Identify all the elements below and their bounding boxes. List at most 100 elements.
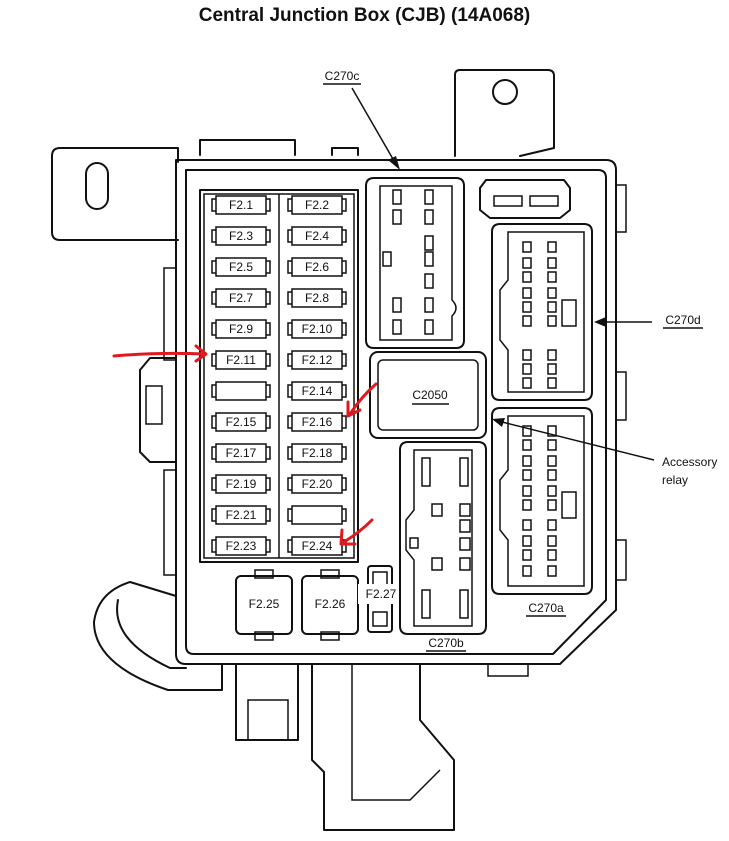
- red-annotations: [112, 344, 378, 546]
- fuse-f2-5[interactable]: F2.5: [211, 257, 271, 277]
- connector-pin: [522, 287, 532, 299]
- connector-pin: [522, 485, 532, 497]
- connector-pin: [522, 455, 532, 467]
- fuse-f2-24[interactable]: F2.24: [287, 536, 347, 556]
- fuse-label: F2.20: [302, 477, 333, 491]
- connector-pin: [547, 315, 557, 327]
- maxi-fuse-f2-26[interactable]: F2.26: [301, 569, 359, 641]
- fuse-f2-23[interactable]: F2.23: [211, 536, 271, 556]
- connector-pin: [431, 503, 443, 517]
- connector-pin: [459, 519, 471, 533]
- red-arrow-f2-24: [339, 518, 374, 546]
- fuse-label: F2.15: [226, 415, 257, 429]
- fuse-label: F2.8: [305, 291, 329, 305]
- connector-pin: [424, 235, 434, 251]
- top-small-connector: [479, 179, 571, 219]
- relay-c2050[interactable]: C2050: [369, 351, 487, 439]
- connector-pin: [547, 257, 557, 269]
- connector-pin: [392, 297, 402, 313]
- fuse-f2-20[interactable]: F2.20: [287, 474, 347, 494]
- fuse-f2-2[interactable]: F2.2: [287, 195, 347, 215]
- fuse-f2-3[interactable]: F2.3: [211, 226, 271, 246]
- maxi-fuse-label: F2.26: [315, 597, 346, 611]
- accessory-relay-callout: Accessory relay: [492, 418, 717, 487]
- connector-pin: [522, 519, 532, 531]
- fuse-f2-21[interactable]: F2.21: [211, 505, 271, 525]
- fuse-f2-19[interactable]: F2.19: [211, 474, 271, 494]
- connector-pin: [522, 469, 532, 481]
- fuse-label: F2.9: [229, 322, 253, 336]
- connector-pin: [522, 301, 532, 313]
- fuse-rows: F2.1F2.3F2.5F2.7F2.9F2.11F2.15F2.17F2.19…: [211, 195, 347, 556]
- connector-pin: [459, 503, 471, 517]
- connector-pin: [547, 549, 557, 561]
- maxi-fuse-label: F2.25: [249, 597, 280, 611]
- c270c-label: C270c: [325, 69, 360, 83]
- fuse-label: F2.19: [226, 477, 257, 491]
- connector-pin: [424, 189, 434, 205]
- c270a-callout: C270a: [526, 601, 566, 617]
- connector-pin: [522, 271, 532, 283]
- connector-pin: [547, 271, 557, 283]
- fuse-f2-16[interactable]: F2.16: [287, 412, 347, 432]
- red-arrow-f2-11: [112, 344, 208, 363]
- connector-pin: [547, 287, 557, 299]
- fuse-label: F2.17: [226, 446, 257, 460]
- fuse-label: F2.21: [226, 508, 257, 522]
- connector-pin: [522, 549, 532, 561]
- fuse-empty-slot[interactable]: [287, 505, 347, 525]
- connector-pin: [522, 363, 532, 375]
- fuse-label: F2.7: [229, 291, 253, 305]
- fuse-label: F2.11: [226, 353, 256, 367]
- fuse-f2-17[interactable]: F2.17: [211, 443, 271, 463]
- connector-pin: [547, 349, 557, 361]
- connector-pin: [547, 363, 557, 375]
- fuse-label: F2.3: [229, 229, 253, 243]
- connector-c270d[interactable]: [491, 223, 593, 401]
- connector-pin: [547, 455, 557, 467]
- mini-fuse-f2-27[interactable]: F2.27: [358, 565, 402, 633]
- fuse-f2-4[interactable]: F2.4: [287, 226, 347, 246]
- connector-pin: [547, 535, 557, 547]
- fuse-f2-1[interactable]: F2.1: [211, 195, 271, 215]
- fuse-f2-15[interactable]: F2.15: [211, 412, 271, 432]
- c270c-callout: C270c: [323, 69, 400, 170]
- fuse-f2-6[interactable]: F2.6: [287, 257, 347, 277]
- connector-pin: [424, 209, 434, 225]
- connector-c270c[interactable]: [365, 177, 465, 349]
- connector-c270a[interactable]: [491, 407, 593, 595]
- diagram-title: Central Junction Box (CJB) (14A068): [198, 5, 531, 26]
- connector-pin: [392, 189, 402, 205]
- fuse-f2-18[interactable]: F2.18: [287, 443, 347, 463]
- fuse-f2-9[interactable]: F2.9: [211, 319, 271, 339]
- fuse-f2-7[interactable]: F2.7: [211, 288, 271, 308]
- connector-c270b[interactable]: [399, 441, 487, 635]
- connector-pin: [522, 257, 532, 269]
- fuse-f2-10[interactable]: F2.10: [287, 319, 347, 339]
- fuse-label: F2.24: [302, 539, 333, 553]
- connector-pin: [547, 565, 557, 577]
- fuse-empty-slot[interactable]: [211, 381, 271, 401]
- connector-pin: [431, 557, 443, 571]
- connector-pin: [522, 349, 532, 361]
- connector-pin: [382, 251, 392, 267]
- connector-pin: [459, 457, 469, 487]
- connector-pin: [547, 499, 557, 511]
- c270b-callout: C270b: [426, 636, 466, 652]
- connector-pin: [547, 241, 557, 253]
- connector-pin: [522, 535, 532, 547]
- maxi-fuse-f2-25[interactable]: F2.25: [235, 569, 293, 641]
- fuse-f2-12[interactable]: F2.12: [287, 350, 347, 370]
- c270d-callout: C270d: [594, 313, 703, 329]
- connector-pin: [547, 519, 557, 531]
- fuse-f2-8[interactable]: F2.8: [287, 288, 347, 308]
- connector-pin: [547, 377, 557, 389]
- fuse-f2-14[interactable]: F2.14: [287, 381, 347, 401]
- connector-pin: [424, 297, 434, 313]
- connector-pin: [522, 499, 532, 511]
- connector-pin: [424, 319, 434, 335]
- c270b-label: C270b: [428, 636, 464, 650]
- fuse-f2-11[interactable]: F2.11: [211, 350, 271, 370]
- c270b-pins: [409, 457, 471, 619]
